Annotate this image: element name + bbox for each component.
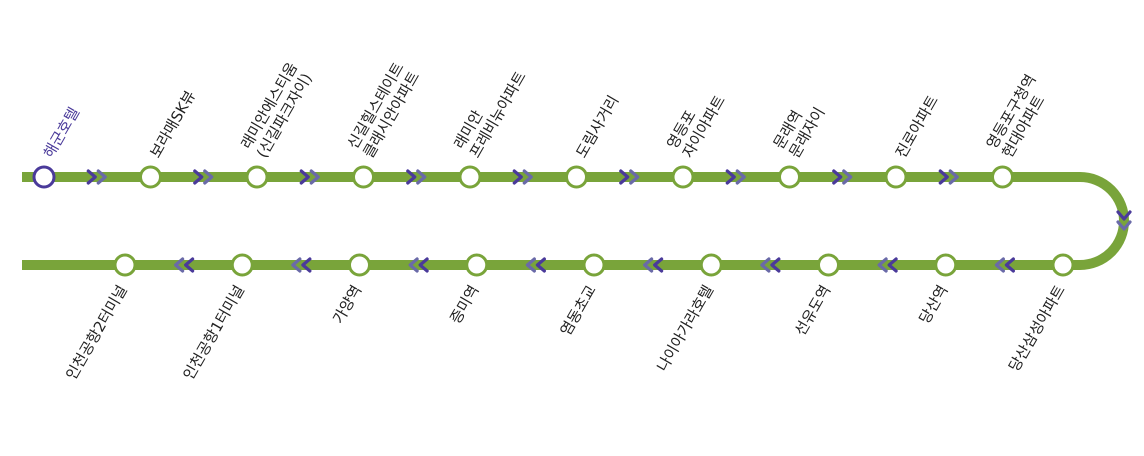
stop-name-line: 도림사거리 <box>572 92 622 161</box>
bottom-stop-label-1: 당산역 <box>915 282 951 327</box>
double-chevron-left-icon <box>887 257 898 273</box>
double-chevron-down-icon <box>1116 220 1132 231</box>
double-chevron-right-icon <box>193 169 204 185</box>
stop-marker[interactable] <box>348 253 371 277</box>
top-stop-label-1: 보라매SK뷰 <box>146 87 199 161</box>
double-chevron-right-icon <box>203 169 214 185</box>
double-chevron-right-icon <box>619 169 630 185</box>
route-stops <box>32 165 1075 277</box>
double-chevron-left-icon <box>525 257 536 273</box>
stop-marker[interactable] <box>458 165 482 189</box>
double-chevron-left-icon <box>643 257 654 273</box>
route-line <box>22 172 1129 270</box>
stop-marker[interactable] <box>934 253 958 277</box>
double-chevron-down-icon <box>1116 210 1132 221</box>
double-chevron-right-icon <box>86 169 97 185</box>
double-chevron-right-icon <box>629 169 640 185</box>
stop-marker[interactable] <box>778 165 801 189</box>
top-stop-label-8: 진로아파트 <box>892 92 942 161</box>
double-chevron-right-icon <box>299 169 310 185</box>
stop-marker[interactable] <box>113 253 137 277</box>
origin-stop-marker[interactable] <box>32 165 56 189</box>
bottom-stop-label-2: 선유도역 <box>791 282 834 339</box>
stop-name-line: 당산역 <box>915 282 951 327</box>
route-track <box>22 172 1129 270</box>
stop-name-line: 보라매SK뷰 <box>146 87 199 161</box>
stop-marker[interactable] <box>352 165 375 189</box>
double-chevron-left-icon <box>1004 257 1015 273</box>
double-chevron-right-icon <box>309 169 320 185</box>
double-chevron-right-icon <box>96 169 107 185</box>
bottom-stop-label-5: 증미역 <box>446 282 482 327</box>
direction-arrows <box>86 169 1132 273</box>
stop-marker[interactable] <box>565 165 588 189</box>
bottom-stop-label-7: 인천공항1터미널 <box>179 282 248 383</box>
top-stop-label-5: 도림사거리 <box>572 92 622 161</box>
stop-marker[interactable] <box>230 253 254 277</box>
double-chevron-right-icon <box>842 169 853 185</box>
stop-name-line: 선유도역 <box>791 282 834 339</box>
double-chevron-right-icon <box>832 169 843 185</box>
double-chevron-left-icon <box>408 257 419 273</box>
stop-name-line: 증미역 <box>446 282 482 327</box>
double-chevron-right-icon <box>512 169 523 185</box>
stop-marker[interactable] <box>465 253 489 277</box>
stop-name-line: 당산삼성아파트 <box>1005 282 1069 375</box>
double-chevron-left-icon <box>535 257 546 273</box>
stop-name-line: 인천공항1터미널 <box>179 282 248 383</box>
double-chevron-left-icon <box>418 257 429 273</box>
bottom-stop-label-4: 염동초교 <box>557 282 600 339</box>
stop-marker[interactable] <box>991 165 1014 189</box>
stop-marker[interactable] <box>139 165 162 189</box>
stop-marker[interactable] <box>884 165 908 189</box>
stop-name-line: 염동초교 <box>557 282 600 339</box>
stop-name-line: 해군호텔 <box>40 104 83 161</box>
stop-marker[interactable] <box>245 165 269 189</box>
stop-marker[interactable] <box>817 253 840 277</box>
top-stop-label-2: 래미안에스티움(신길파크자이) <box>237 59 315 161</box>
double-chevron-right-icon <box>416 169 427 185</box>
double-chevron-left-icon <box>184 257 195 273</box>
stop-name-line: 나이아가라호텔 <box>653 282 717 375</box>
double-chevron-right-icon <box>938 169 949 185</box>
stop-marker[interactable] <box>1051 253 1075 277</box>
stop-marker[interactable] <box>671 165 695 189</box>
stop-name-line: 진로아파트 <box>892 92 942 161</box>
double-chevron-left-icon <box>877 257 888 273</box>
bottom-stop-label-6: 가양역 <box>329 282 365 327</box>
stop-name-line: 가양역 <box>329 282 365 327</box>
stop-marker[interactable] <box>582 253 606 277</box>
double-chevron-left-icon <box>994 257 1005 273</box>
double-chevron-right-icon <box>725 169 736 185</box>
double-chevron-right-icon <box>735 169 746 185</box>
top-stop-label-0: 해군호텔 <box>40 104 83 161</box>
double-chevron-right-icon <box>522 169 533 185</box>
double-chevron-right-icon <box>406 169 417 185</box>
double-chevron-left-icon <box>301 257 312 273</box>
double-chevron-left-icon <box>653 257 664 273</box>
stop-marker[interactable] <box>699 253 723 277</box>
double-chevron-left-icon <box>760 257 771 273</box>
stop-name-line: 인천공항2터미널 <box>62 282 131 383</box>
double-chevron-left-icon <box>770 257 781 273</box>
bottom-stop-label-8: 인천공항2터미널 <box>62 282 131 383</box>
double-chevron-left-icon <box>174 257 185 273</box>
bottom-stop-label-0: 당산삼성아파트 <box>1005 282 1069 375</box>
double-chevron-right-icon <box>948 169 959 185</box>
double-chevron-left-icon <box>291 257 302 273</box>
bottom-stop-label-3: 나이아가라호텔 <box>653 282 717 375</box>
